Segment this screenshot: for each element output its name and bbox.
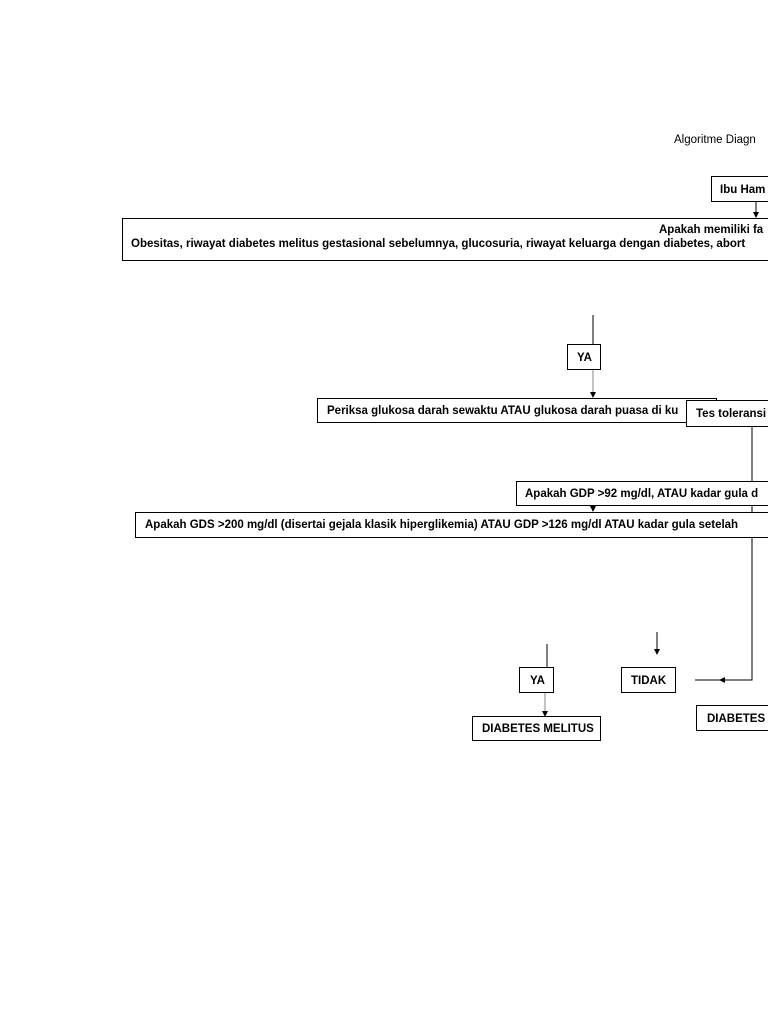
node-gds-question: Apakah GDS >200 mg/dl (disertai gejala k…: [135, 512, 768, 538]
node-risk-question: Apakah memiliki fa Obesitas, riwayat dia…: [122, 218, 768, 261]
line-tes-to-tidak: [723, 426, 753, 681]
node-diabetes-melitus: DIABETES MELITUS: [472, 716, 601, 741]
node-gdp-question-label: Apakah GDP >92 mg/dl, ATAU kadar gula d: [525, 488, 759, 500]
node-gdp-question: Apakah GDP >92 mg/dl, ATAU kadar gula d: [516, 481, 768, 506]
node-ya-2-label: YA: [530, 675, 545, 687]
risk-question-factors: Obesitas, riwayat diabetes melitus gesta…: [131, 238, 746, 250]
node-diabetes-melitus-label: DIABETES MELITUS: [482, 723, 594, 735]
node-diabetes-right: DIABETES I: [696, 705, 768, 731]
node-tes-toleransi: Tes toleransi: [686, 400, 768, 427]
node-periksa: Periksa glukosa darah sewaktu ATAU gluko…: [317, 398, 717, 423]
node-ya-2: YA: [519, 667, 554, 693]
node-ya-1-label: YA: [577, 352, 592, 364]
node-ya-1: YA: [567, 344, 601, 370]
node-gds-question-label: Apakah GDS >200 mg/dl (disertai gejala k…: [145, 519, 739, 531]
diagram-title: Algoritme Diagn: [674, 134, 756, 146]
node-tes-toleransi-label: Tes toleransi: [696, 408, 767, 420]
node-diabetes-right-label: DIABETES I: [707, 713, 768, 725]
node-tidak: TIDAK: [621, 667, 676, 693]
node-ibu-hamil-label: Ibu Ham: [720, 184, 766, 196]
risk-question-heading: Apakah memiliki fa: [659, 224, 764, 236]
node-ibu-hamil: Ibu Ham: [711, 176, 768, 202]
node-periksa-label: Periksa glukosa darah sewaktu ATAU gluko…: [327, 405, 679, 417]
node-tidak-label: TIDAK: [631, 675, 667, 687]
